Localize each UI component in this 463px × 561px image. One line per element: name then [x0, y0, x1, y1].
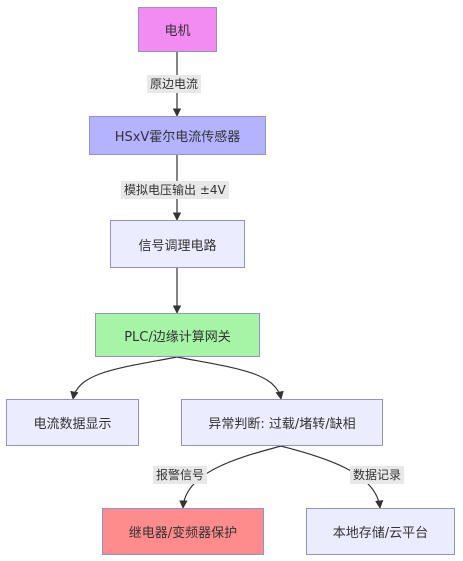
edge-gateway-display: [70, 356, 178, 400]
node-signal-conditioning: 信号调理电路: [110, 220, 245, 268]
edge-label-analog-output: 模拟电压输出 ±4V: [121, 181, 229, 199]
node-fault-detection: 异常判断: 过载/堵转/缺相: [181, 399, 383, 446]
edge-fault-relay: [179, 445, 282, 509]
edge-label-primary-current: 原边电流: [147, 75, 202, 93]
node-hall-sensor: HSxV霍尔电流传感器: [89, 116, 266, 155]
node-relay-protection: 继电器/变频器保护: [102, 508, 264, 555]
node-motor: 电机: [138, 7, 217, 52]
node-storage-cloud: 本地存储/云平台: [306, 508, 455, 555]
node-current-display: 电流数据显示: [6, 399, 139, 446]
edge-label-data-logging: 数据记录: [350, 466, 405, 484]
edge-fault-storage: [280, 445, 384, 509]
edge-label-alarm-signal: 报警信号: [153, 466, 208, 484]
edge-gateway-fault: [176, 356, 284, 400]
node-plc-gateway: PLC/边缘计算网关: [95, 313, 260, 357]
